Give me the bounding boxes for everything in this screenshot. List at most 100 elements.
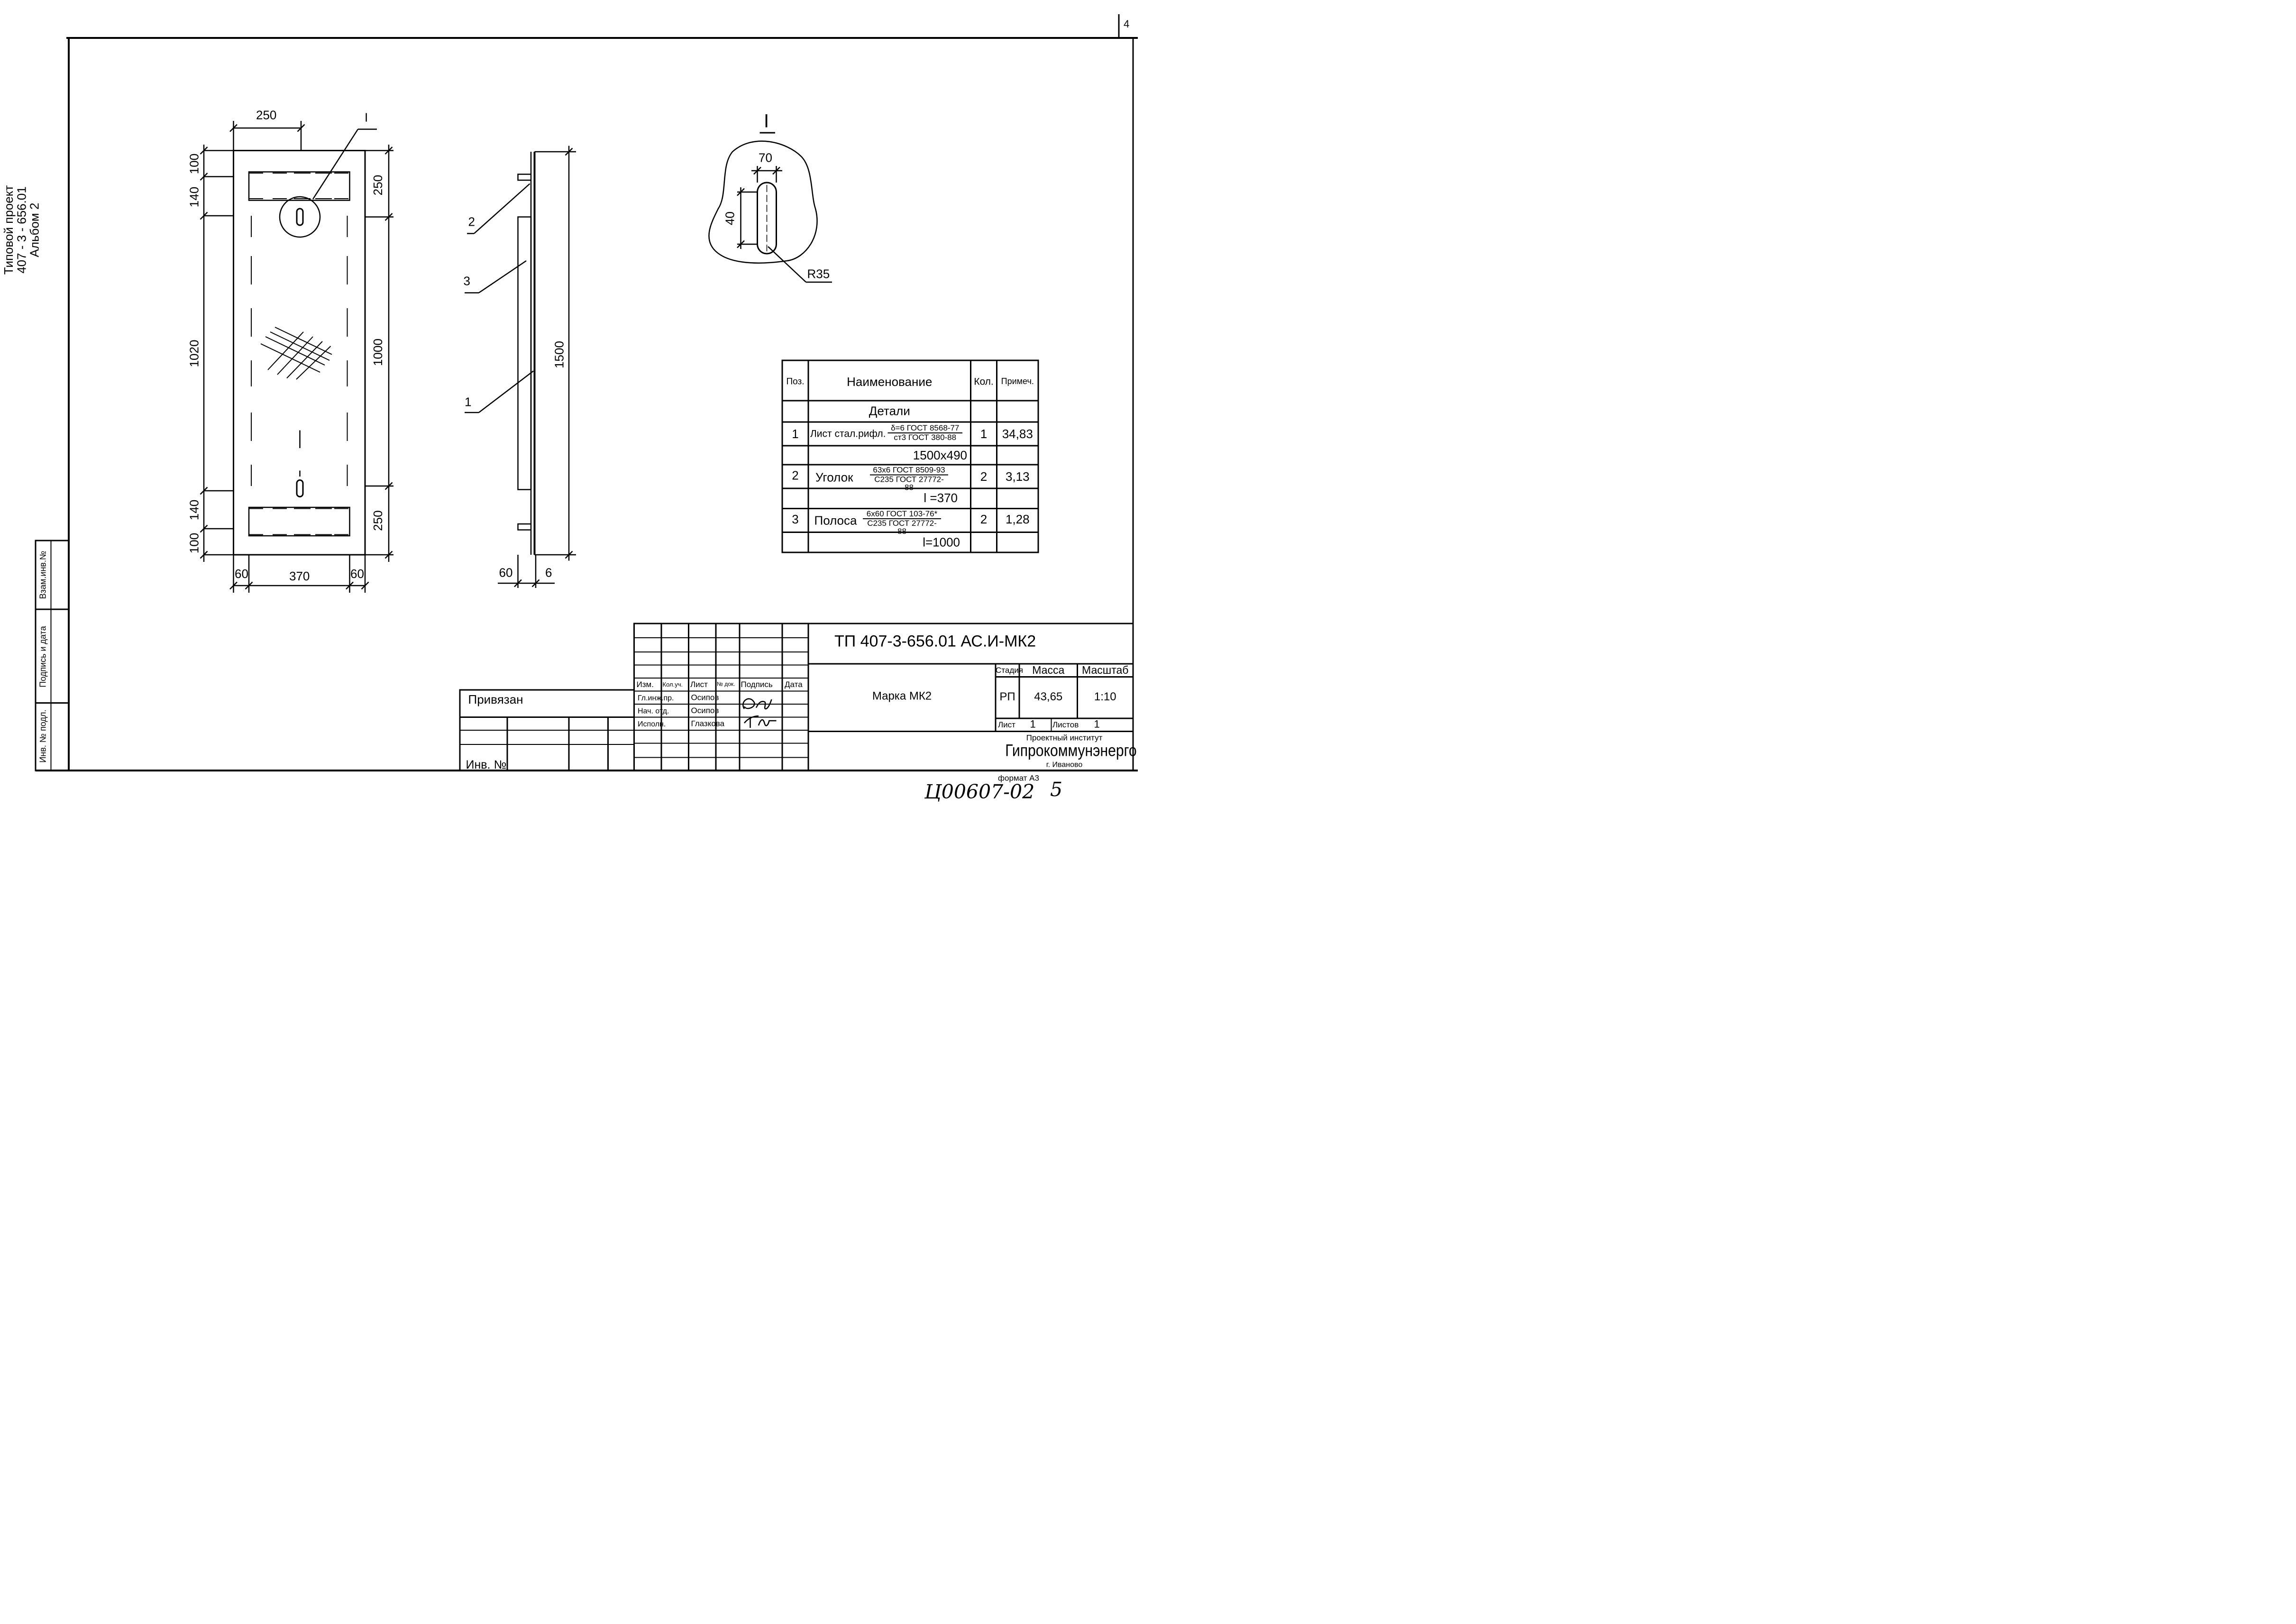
dim-1500: 1500 (552, 341, 567, 368)
spec-row1-name: Лист стал.рифл. (810, 428, 886, 439)
drawing-sheet: { "sheet_number": "4", "side_labels": { … (0, 0, 1148, 812)
spec-row3-qty: 2 (980, 513, 988, 526)
dim-250-top: 250 (256, 108, 277, 122)
spec-header-name: Наименование (847, 375, 933, 389)
org-line-1: Проектный институт (1026, 733, 1103, 743)
stage-header: Стадия (996, 666, 1023, 675)
archive-number: Ц00607-02 (924, 780, 1035, 803)
mass-header: Масса (1032, 664, 1065, 676)
project-line-2: 407 - 3 - 656.01 (15, 186, 29, 274)
spec-header-note: Примеч. (1001, 376, 1034, 386)
spec-row3-pos: 3 (792, 513, 799, 526)
stage-value: РП (999, 690, 1015, 703)
scale-value: 1:10 (1094, 690, 1116, 703)
plate-outline (233, 150, 366, 556)
scale-header: Масштаб (1082, 664, 1129, 676)
archive-page: 5 (1050, 778, 1063, 801)
position-3: 3 (463, 274, 470, 288)
format-label: формат А3 (998, 773, 1039, 783)
position-2: 2 (468, 215, 475, 229)
project-line-1: Типовой проект (2, 185, 16, 275)
privyazan-label: Привязан (468, 693, 523, 706)
spec-row2-std-top: 63x6 ГОСТ 8509-93 (870, 466, 948, 476)
title-block-lines (459, 623, 1134, 771)
signature-1 (742, 698, 772, 710)
spec-row1-sub: 1500x490 (913, 449, 967, 462)
doc-code: ТП 407-3-656.01 АС.И-МК2 (834, 632, 1036, 650)
detail-dim-70: 70 (759, 151, 772, 165)
role-gl-inzh: Гл.инж.пр. (638, 693, 674, 702)
org-line-2: Гипрокоммунэнерго (1005, 741, 1137, 760)
dim-100-top-left: 100 (187, 153, 201, 174)
col-izm: Изм. (636, 680, 654, 689)
side-stamp-box (35, 540, 70, 771)
name-gl-inzh: Осипов (691, 693, 719, 702)
detail-dim-40: 40 (723, 211, 737, 225)
sheets-value: 1 (1094, 718, 1100, 730)
dim-140-bottom-left: 140 (187, 499, 201, 521)
spec-row2-sub: l =370 (924, 491, 958, 505)
spec-row3-std: 6x60 ГОСТ 103-76* С235 ГОСТ 27772-88 (863, 510, 941, 535)
name-ispoln: Глазкова (691, 719, 725, 728)
detail-radius: R35 (807, 267, 830, 281)
sheet-value: 1 (1030, 718, 1036, 730)
dim-100-bottom-left: 100 (187, 532, 201, 554)
dim-1020: 1020 (187, 339, 201, 367)
spec-row2-note: 3,13 (1005, 470, 1030, 484)
spec-row1-qty: 1 (980, 427, 988, 441)
dim-60-right: 60 (350, 567, 364, 581)
col-kol-uch: Кол.уч. (662, 681, 683, 688)
spec-header-pos: Поз. (786, 376, 805, 386)
spec-row3-sub: l=1000 (923, 535, 960, 550)
detail-title: I (764, 110, 769, 131)
dim-370: 370 (289, 569, 310, 583)
spec-header-qty: Кол. (974, 376, 994, 387)
spec-row2-std-bottom: С235 ГОСТ 27772-88 (874, 475, 944, 492)
spec-row2-std: 63x6 ГОСТ 8509-93 С235 ГОСТ 27772-88 (870, 466, 948, 492)
spec-row1-pos: 1 (792, 427, 799, 441)
drawing-title: Марка МК2 (872, 689, 932, 702)
col-no-doc: № док. (717, 681, 735, 688)
spec-section: Детали (869, 404, 910, 418)
stamp-inv-podl: Инв. № подл. (38, 709, 48, 763)
detail-I (708, 132, 832, 283)
dim-60-left: 60 (235, 567, 248, 581)
spec-table-lines (781, 359, 1039, 553)
signature-2 (744, 715, 777, 728)
signatures (742, 698, 777, 728)
col-podpis: Подпись (741, 680, 773, 689)
mass-value: 43,65 (1034, 690, 1063, 703)
side-view (465, 146, 576, 588)
spec-row3-std-top: 6x60 ГОСТ 103-76* (863, 510, 941, 519)
spec-row1-std: δ=6 ГОСТ 8568-77 ст3 ГОСТ 380-88 (887, 424, 962, 442)
dim-250-right-bottom: 250 (371, 510, 385, 531)
role-ispoln: Исполн. (638, 719, 666, 728)
spec-row3-name: Полоса (814, 514, 857, 528)
col-data: Дата (785, 680, 803, 689)
inv-no-label: Инв. № (466, 758, 507, 771)
sheet-label: Лист (998, 720, 1015, 729)
col-list: Лист (690, 680, 708, 689)
drawing-lines (35, 14, 1138, 771)
spec-row2-pos: 2 (792, 468, 799, 483)
project-line-3: Альбом 2 (27, 202, 42, 257)
org-line-3: г. Иваново (1046, 760, 1083, 769)
dim-140-top-left: 140 (187, 186, 201, 208)
spec-row1-note: 34,83 (1002, 427, 1033, 441)
spec-row3-note: 1,28 (1005, 513, 1030, 526)
spec-row1-std-bottom: ст3 ГОСТ 380-88 (894, 433, 957, 442)
project-label: Типовой проект 407 - 3 - 656.01 Альбом 2 (2, 159, 45, 301)
name-nach-otd: Осипов (691, 706, 719, 715)
stamp-vzam-inv: Взам.инв.№ (38, 551, 48, 599)
plan-view (200, 121, 393, 593)
dim-250-right-top: 250 (371, 174, 385, 196)
spec-row1-std-top: δ=6 ГОСТ 8568-77 (887, 424, 962, 433)
spec-row3-std-bottom: С235 ГОСТ 27772-88 (867, 519, 937, 536)
spec-row2-name: Уголок (815, 470, 853, 485)
sheets-label: Листов (1052, 720, 1079, 729)
position-1: 1 (465, 395, 472, 409)
callout-I: I (365, 110, 368, 125)
dim-6-side: 6 (545, 566, 552, 580)
dim-1000: 1000 (371, 339, 385, 366)
stamp-podpis-data: Подпись и дата (38, 626, 48, 688)
